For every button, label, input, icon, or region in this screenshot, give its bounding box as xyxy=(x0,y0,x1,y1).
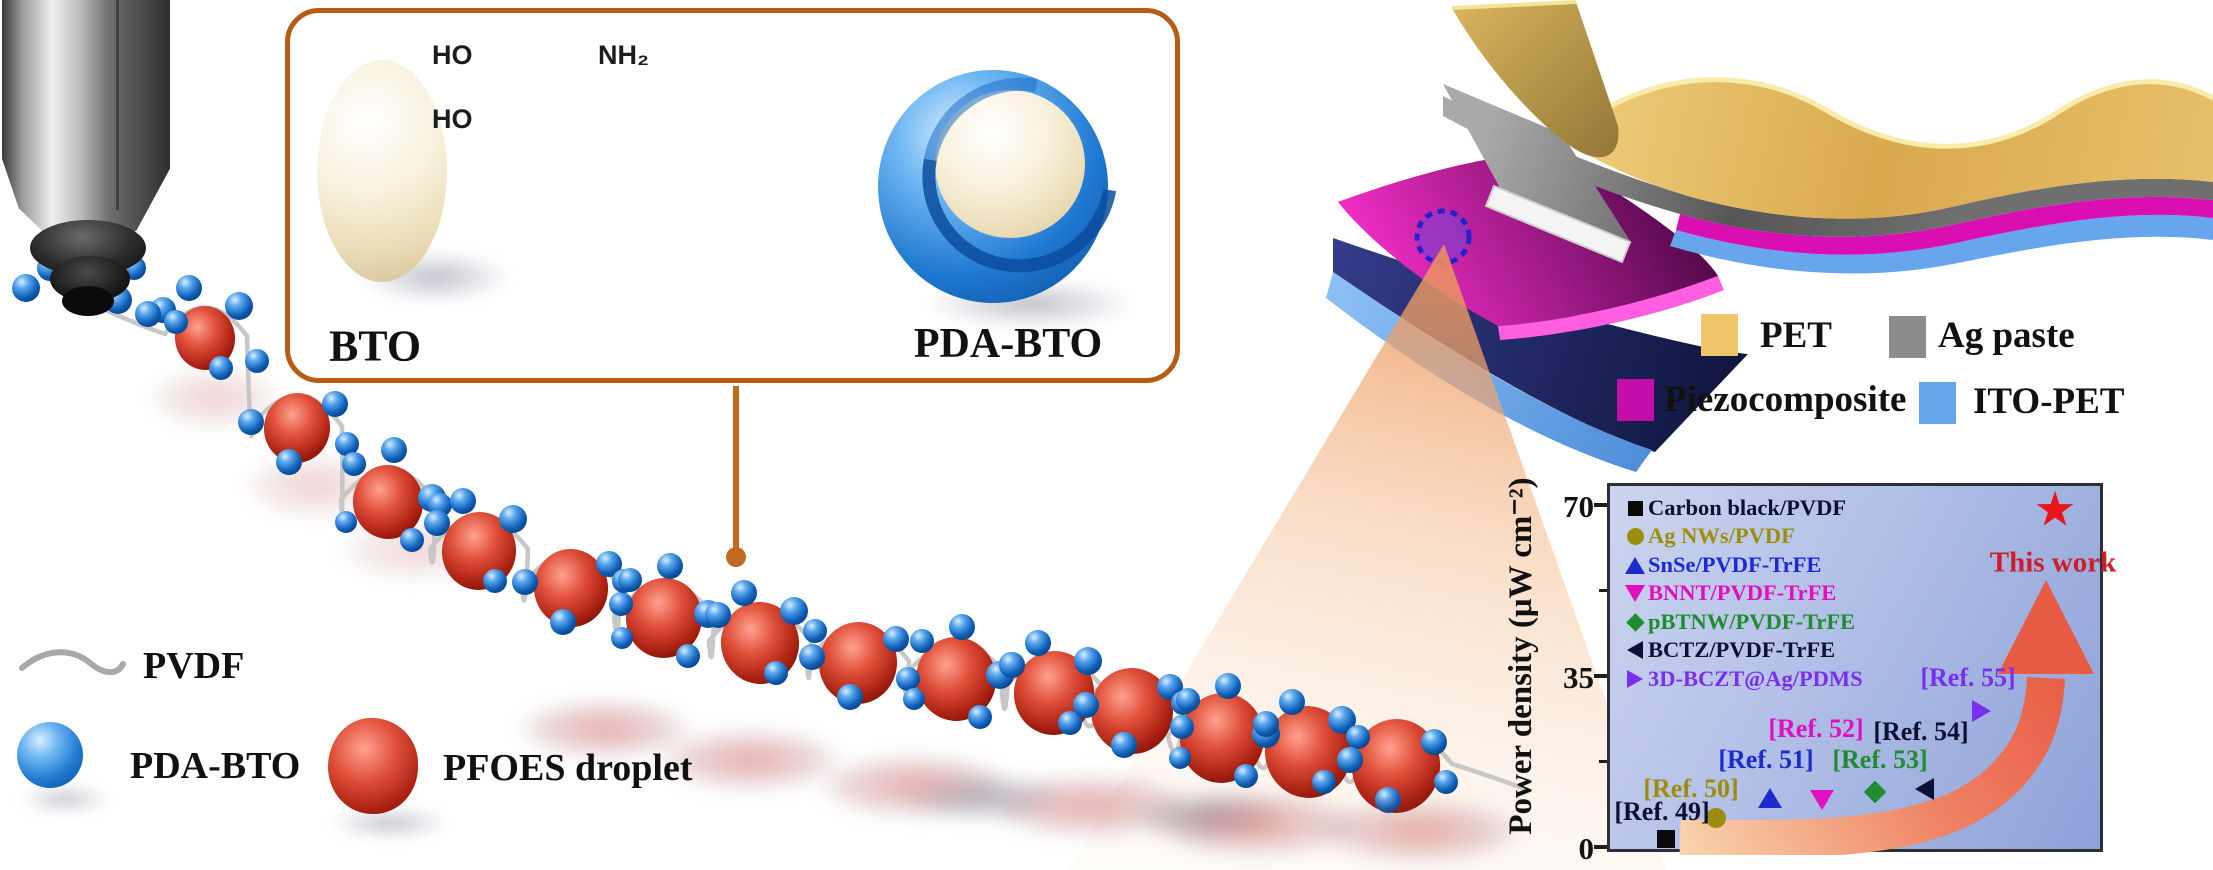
layer-pet-flap-edge xyxy=(1451,0,1577,10)
series-legend-row: SnSe/PVDF-TrFE xyxy=(1622,552,1822,577)
chem-oh-top-label: HO xyxy=(432,40,473,70)
data-point-ref55 xyxy=(1972,700,1991,722)
band-ito-pet xyxy=(1670,214,2213,274)
ref-label: [Ref. 54] xyxy=(1873,717,1969,746)
ref-label: [Ref. 55] xyxy=(1920,663,2016,692)
data-point-this-work-star: ★ xyxy=(2033,483,2077,537)
series-legend-row: BNNT/PVDF-TrFE xyxy=(1622,580,1837,605)
ref-label: [Ref. 50] xyxy=(1643,774,1739,803)
pda-bto-label: PDA-BTO xyxy=(913,321,1103,367)
triangle-down-marker-icon xyxy=(1622,584,1648,602)
droplet-shadow xyxy=(1320,800,1520,862)
series-label: Carbon black/PVDF xyxy=(1648,495,1847,520)
series-legend-row: pBTNW/PVDF-TrFE xyxy=(1622,609,1856,634)
pfoes-legend-label: PFOES droplet xyxy=(443,747,693,789)
series-legend-row: Ag NWs/PVDF xyxy=(1622,523,1795,548)
nozzle-tip xyxy=(62,286,114,316)
data-point-ref49 xyxy=(1657,830,1675,848)
data-point-ref50 xyxy=(1706,808,1726,828)
layer-pet-highlight xyxy=(1560,77,2213,149)
ref-label: [Ref. 51] xyxy=(1718,745,1814,774)
band-piezocomposite xyxy=(1676,196,2213,255)
diamond-marker-icon xyxy=(1622,612,1648,632)
pet-label: PET xyxy=(1760,315,1832,356)
layer-white-sheet xyxy=(1484,184,1632,264)
nozzle-seam xyxy=(116,0,119,210)
layer-piezocomposite-edge xyxy=(1498,276,1724,340)
square-marker-icon xyxy=(1622,500,1648,516)
triangle-up-marker-icon xyxy=(1622,556,1648,574)
series-legend-row: BCTZ/PVDF-TrFE xyxy=(1622,637,1836,662)
piezocomposite-swatch xyxy=(1617,379,1654,421)
ytick-mark xyxy=(1594,503,1607,507)
pda-bto-legend-shadow xyxy=(20,786,110,812)
series-label: BCTZ/PVDF-TrFE xyxy=(1648,637,1836,662)
ito-pet-swatch xyxy=(1919,382,1956,424)
chem-oh-bottom-label: HO xyxy=(432,104,473,134)
droplet-shadow xyxy=(1130,788,1290,844)
data-point-ref52 xyxy=(1810,790,1834,810)
ytick-mark xyxy=(1594,845,1607,849)
series-label: 3D-BCZT@Ag/PDMS xyxy=(1648,666,1863,691)
triangle-left-marker-icon xyxy=(1622,641,1648,659)
ref-label: [Ref. 52] xyxy=(1768,714,1864,743)
series-label: Ag NWs/PVDF xyxy=(1648,523,1795,548)
piezocomposite-label: Piezocomposite xyxy=(1664,379,1907,420)
bto-sphere xyxy=(317,60,447,282)
droplet-shadow xyxy=(900,770,1070,825)
layer-pet xyxy=(1562,79,2213,219)
pet-swatch xyxy=(1701,314,1738,356)
layer-pet-flap xyxy=(1452,2,1619,158)
triangle-right-marker-icon xyxy=(1622,670,1648,688)
droplet-shadow xyxy=(520,700,690,758)
bto-label: BTO xyxy=(328,321,422,371)
ytick-mark xyxy=(1594,674,1607,678)
circle-marker-icon xyxy=(1622,527,1648,545)
droplet-shadow xyxy=(1150,792,1360,856)
ref-label: [Ref. 53] xyxy=(1832,745,1928,774)
pfoes-legend-shadow xyxy=(330,808,450,838)
pda-bto-legend-label: PDA-BTO xyxy=(130,745,301,787)
series-label: pBTNW/PVDF-TrFE xyxy=(1648,609,1856,634)
ytick-minor-mark xyxy=(1599,589,1607,592)
ag-paste-swatch xyxy=(1889,316,1926,358)
series-legend-row: 3D-BCZT@Ag/PDMS xyxy=(1622,666,1863,691)
series-label: BNNT/PVDF-TrFE xyxy=(1648,580,1837,605)
ytick-70: 70 xyxy=(1563,489,1594,524)
pvdf-legend-label: PVDF xyxy=(143,645,245,687)
series-legend-row: Carbon black/PVDF xyxy=(1622,495,1847,520)
droplet-shadow xyxy=(990,775,1190,837)
this-work-label: This work xyxy=(1989,546,2117,579)
droplet-shadow xyxy=(660,730,840,790)
power-density-chart: Carbon black/PVDF Ag NWs/PVDF SnSe/PVDF-… xyxy=(1607,483,2116,855)
droplet-shadow xyxy=(820,755,1010,817)
ytick-0: 0 xyxy=(1578,831,1595,866)
y-axis-label: Power density (μW cm⁻²) xyxy=(1503,477,1539,835)
chem-amine-label: NH₂ xyxy=(598,40,649,70)
pda-bto-sphere-core xyxy=(935,90,1085,238)
pfoes-legend-droplet xyxy=(328,718,418,814)
ito-pet-label: ITO-PET xyxy=(1973,381,2125,422)
nozzle-barrel xyxy=(2,0,170,248)
layer-ag-paste xyxy=(1443,96,2213,237)
ytick-minor-mark xyxy=(1599,760,1607,763)
data-point-ref54 xyxy=(1915,778,1934,800)
pda-bto-legend-sphere xyxy=(17,722,83,788)
trend-arrow xyxy=(1679,580,2094,855)
ref-label: [Ref. 49] xyxy=(1614,797,1710,826)
ytick-35: 35 xyxy=(1563,660,1594,695)
inset-connector-dot xyxy=(726,547,746,567)
pvdf-fiber-sample xyxy=(19,649,126,676)
series-label: SnSe/PVDF-TrFE xyxy=(1648,552,1822,577)
ag-paste-label: Ag paste xyxy=(1938,315,2075,356)
nanofiber-chain xyxy=(12,255,1528,813)
data-point-ref51 xyxy=(1758,788,1782,808)
